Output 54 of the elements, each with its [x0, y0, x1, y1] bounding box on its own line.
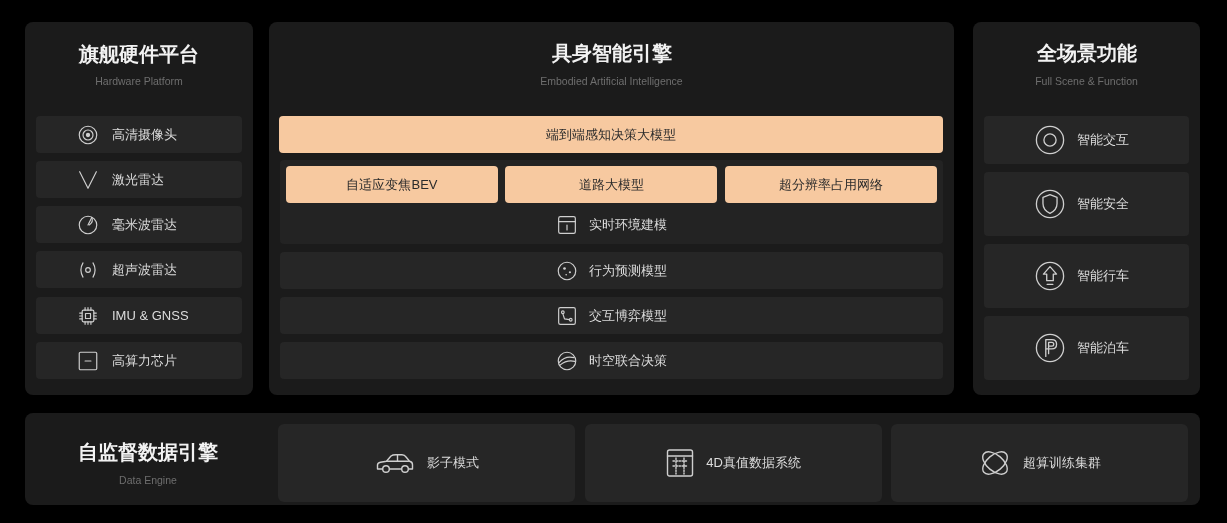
- panel-card: [25, 22, 253, 395]
- card-label: 毫米波雷达: [112, 216, 177, 233]
- panel-title: 旗舰硬件平台: [79, 42, 199, 66]
- feature-card: [36, 116, 242, 153]
- panel-card: [269, 22, 954, 395]
- feature-card: [984, 316, 1189, 380]
- panel-title: 具身智能引擎: [551, 41, 672, 65]
- feature-card: [585, 424, 882, 502]
- panel-title: 自监督数据引擎: [78, 440, 218, 464]
- feature-card: [280, 297, 943, 334]
- card-label: 智能泊车: [1077, 340, 1129, 356]
- card-label: 行为预测模型: [588, 262, 667, 279]
- feature-card: [280, 342, 943, 379]
- panel-title: 全场景功能: [1036, 41, 1137, 65]
- feature-card: [280, 252, 943, 289]
- card-label: 智能行车: [1077, 268, 1129, 284]
- card-label: 时空联合决策: [588, 352, 667, 369]
- panel-subtitle: Data Engine: [119, 474, 177, 487]
- card-label: 交互博弈模型: [588, 307, 667, 324]
- panel-card: [25, 413, 1200, 505]
- card-label: IMU & GNSS: [112, 307, 189, 324]
- card-label: 高清摄像头: [112, 126, 177, 143]
- panel-subtitle: Hardware Platform: [95, 75, 183, 88]
- feature-card: [36, 251, 242, 288]
- card-label: 激光雷达: [112, 171, 164, 188]
- feature-card: [36, 297, 242, 334]
- card-label: 智能交互: [1077, 132, 1129, 148]
- feature-card: [36, 161, 242, 198]
- card-label: 超分辨率占用网络: [779, 176, 883, 193]
- feature-card: [984, 244, 1189, 308]
- feature-card: [36, 342, 242, 379]
- card-label: 影子模式: [426, 455, 479, 471]
- panel-subtitle: Full Scene & Function: [1035, 75, 1138, 88]
- panel-subtitle: Embodied Artificial Intelligence: [540, 75, 683, 88]
- card-label: 端到端感知决策大模型: [546, 126, 676, 143]
- card-label: 自适应变焦BEV: [346, 176, 438, 193]
- feature-card: [984, 172, 1189, 236]
- card-label: 道路大模型: [578, 176, 644, 193]
- highlight-card: [505, 166, 717, 203]
- card-label: 超算训练集群: [1022, 455, 1101, 471]
- feature-card: [36, 206, 242, 243]
- highlight-card: [279, 116, 943, 153]
- card-label: 超声波雷达: [112, 261, 177, 278]
- feature-card: [984, 116, 1189, 164]
- card-label: 智能安全: [1077, 196, 1129, 212]
- card-label: 实时环境建模: [588, 217, 667, 233]
- feature-card: [278, 424, 575, 502]
- feature-card: [280, 160, 943, 244]
- card-label: 4D真值数据系统: [706, 455, 801, 471]
- card-label: 高算力芯片: [112, 352, 177, 369]
- highlight-card: [725, 166, 937, 203]
- panel-card: [973, 22, 1200, 395]
- feature-card: [891, 424, 1188, 502]
- highlight-card: [286, 166, 498, 203]
